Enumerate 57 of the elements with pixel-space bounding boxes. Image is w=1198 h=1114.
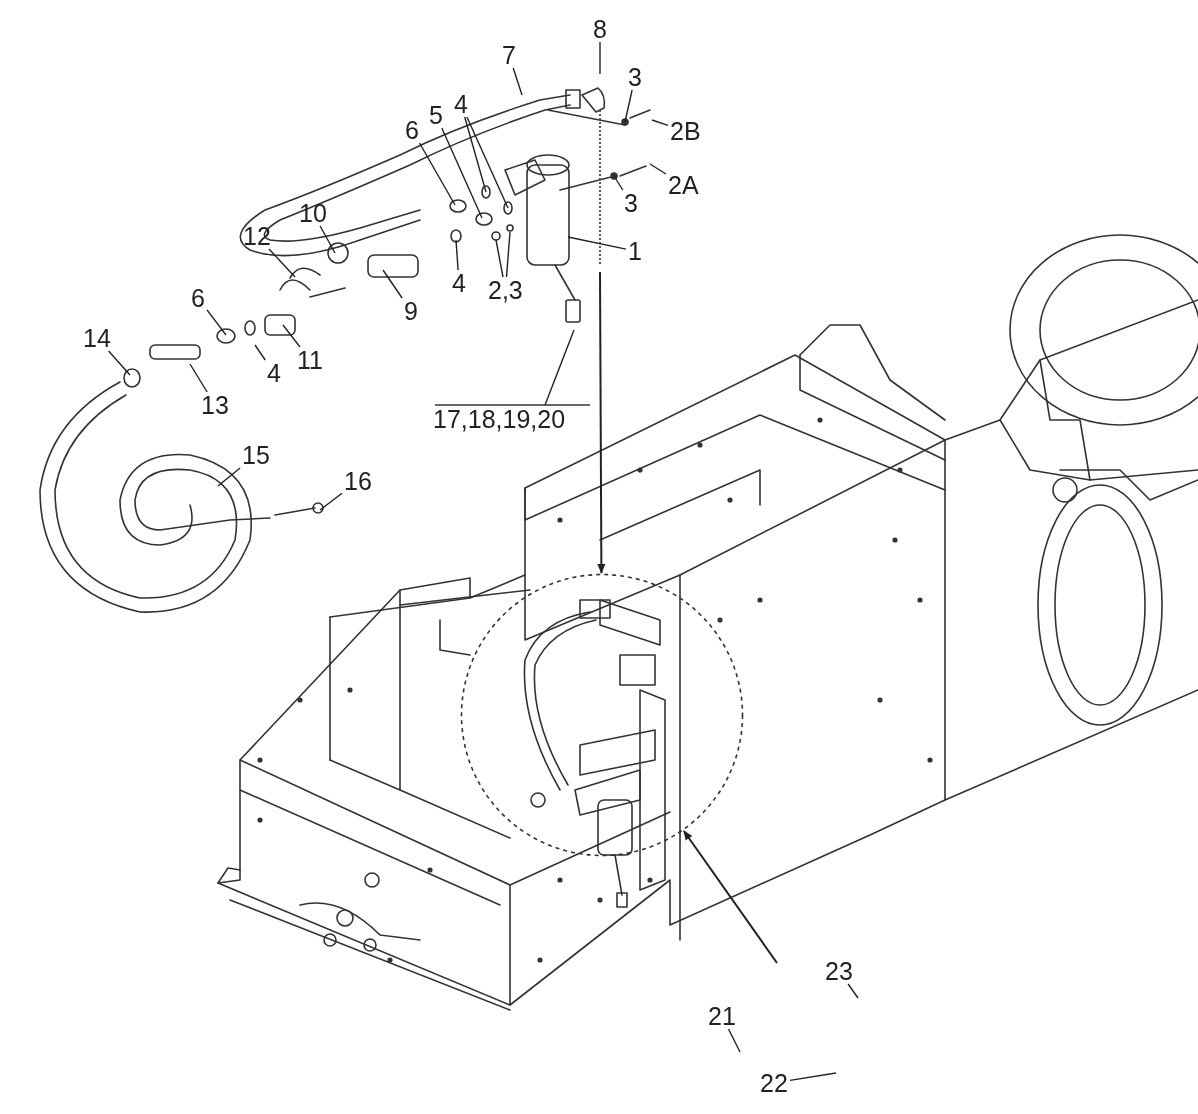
callout-number: 6: [191, 285, 205, 311]
leader-line: [495, 239, 504, 278]
callout-number: 13: [201, 392, 229, 418]
callout-number: 21: [708, 1003, 736, 1029]
leader-line: [727, 1028, 741, 1053]
leader-line: [464, 116, 487, 193]
callout-number: 9: [404, 298, 418, 324]
callout-number: 11: [297, 347, 323, 373]
callout-number: 4: [454, 91, 468, 117]
leader-line: [217, 467, 241, 487]
callout-number: 16: [344, 468, 372, 494]
arrow: [597, 271, 606, 574]
callout-number: 2B: [670, 118, 701, 144]
callout-number: 4: [267, 360, 281, 386]
callout-number: 2A: [668, 172, 699, 198]
callout-number: 10: [299, 200, 327, 226]
leader-line: [599, 41, 601, 75]
callout-number: 15: [242, 442, 270, 468]
leader-line: [107, 350, 131, 376]
callout-number: 3: [624, 190, 638, 216]
callout-number: 7: [502, 42, 516, 68]
arrow: [682, 830, 778, 964]
leader-line: [206, 309, 227, 336]
leader-line: [319, 225, 336, 254]
leader-line: [505, 231, 511, 278]
callout-number: 5: [429, 102, 443, 128]
leader-line: [567, 236, 627, 250]
callout-number: 22: [760, 1070, 788, 1096]
leader-line: [544, 329, 575, 406]
leader-line: [418, 142, 456, 206]
leader-line: [847, 983, 859, 999]
leader-line: [613, 175, 624, 191]
callout-number: 1: [628, 238, 642, 264]
leader-line: [455, 239, 459, 271]
leader-line: [789, 1072, 837, 1082]
callout-number: 3: [628, 64, 642, 90]
leader-line: [319, 492, 343, 511]
callout-number: 17,18,19,20: [433, 406, 566, 432]
leader-line: [651, 119, 669, 126]
callout-number: 12: [243, 223, 271, 249]
detail-circle: [460, 573, 744, 857]
leader-line: [382, 269, 403, 299]
callout-number: 6: [405, 117, 419, 143]
leader-line: [624, 89, 633, 123]
callout-number: 8: [593, 16, 607, 42]
leader-line: [189, 363, 208, 393]
leader-line: [649, 163, 667, 175]
leader-line: [441, 127, 483, 219]
leader-line: [512, 67, 523, 96]
callout-number: 4: [452, 270, 466, 296]
callout-number: 23: [825, 958, 853, 984]
callout-number: 2,3: [488, 277, 523, 303]
callout-number: 14: [83, 325, 111, 351]
leader-line: [466, 116, 509, 209]
leader-line: [254, 344, 266, 361]
leader-line: [282, 324, 301, 348]
leader-line: [268, 248, 296, 278]
